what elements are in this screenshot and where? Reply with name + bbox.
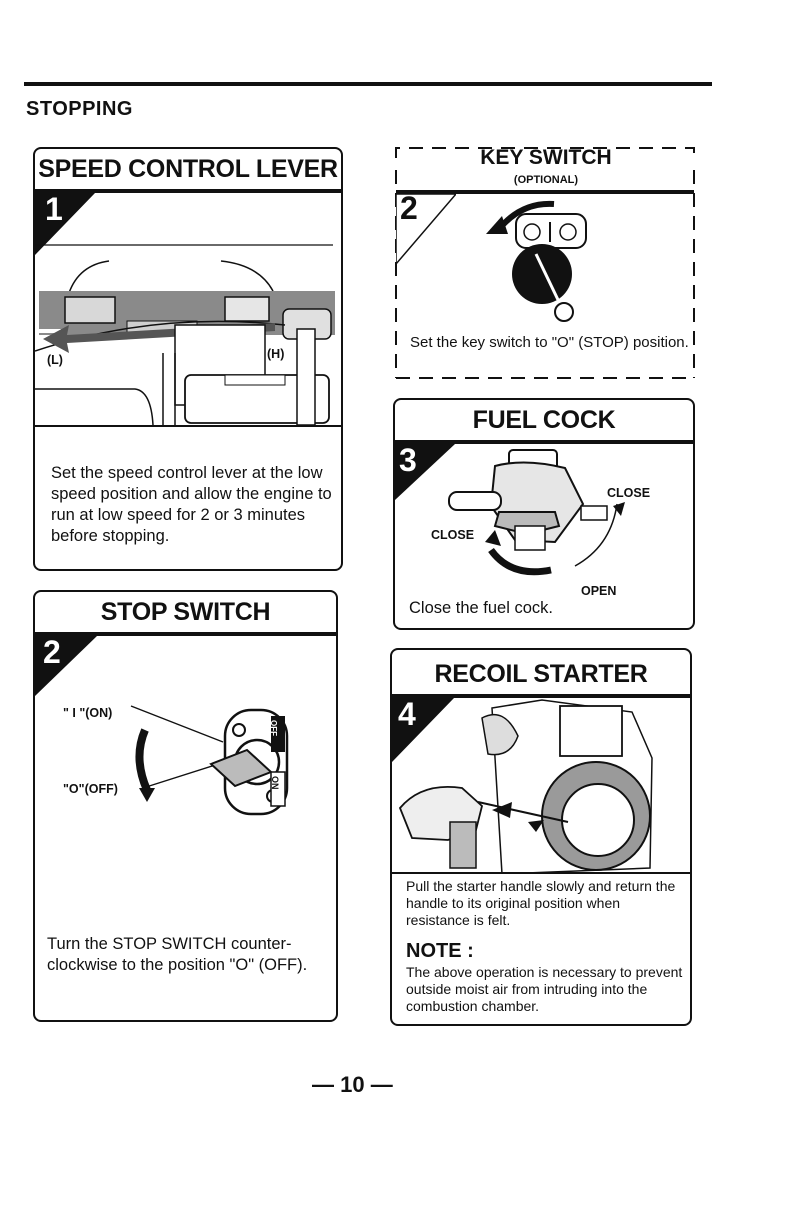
note-text: The above operation is necessary to prev… — [406, 964, 683, 1014]
illustration-divider — [35, 425, 341, 427]
step-badge — [35, 636, 97, 696]
label-on: " I "(ON) — [63, 706, 113, 720]
key-switch-text: Set the key switch to "O" (STOP) positio… — [410, 334, 689, 351]
label-low: (L) — [47, 353, 63, 367]
label-off: "O"(OFF) — [63, 782, 118, 796]
switch-on-label: ON — [270, 776, 280, 790]
key-switch-title: KEY SWITCH — [480, 146, 612, 169]
recoil-starter-title: RECOIL STARTER — [434, 660, 648, 688]
step-number: 4 — [398, 696, 416, 732]
key-switch-illustration — [486, 200, 587, 322]
note-title: NOTE : — [406, 940, 474, 962]
step-badge — [396, 194, 456, 266]
title-bar — [35, 632, 336, 636]
label-close-left: CLOSE — [431, 528, 475, 542]
stop-switch-title: STOP SWITCH — [100, 598, 271, 626]
key-switch-subtitle: (OPTIONAL) — [513, 174, 579, 186]
title-bar — [35, 189, 341, 193]
step-number: 1 — [45, 191, 63, 227]
illustration-divider — [392, 872, 690, 874]
title-bar — [396, 190, 694, 194]
recoil-starter-illustration — [398, 699, 653, 874]
title-bar — [392, 694, 690, 698]
switch-off-label: OFF — [269, 720, 278, 736]
top-rule — [24, 82, 712, 86]
label-close-right: CLOSE — [607, 486, 651, 500]
section-title: STOPPING — [26, 98, 133, 120]
step-number: 2 — [400, 190, 418, 226]
title-bar — [395, 440, 693, 444]
stop-switch-panel: STOP SWITCH 2 OFF ON " I "(ON) "O"(OFF) … — [33, 590, 338, 1022]
fuel-cock-panel: FUEL COCK 3 CLOSE CLOSE OPEN Close the f… — [393, 398, 695, 630]
label-open: OPEN — [581, 584, 617, 598]
stop-switch-text: Turn the STOP SWITCH counter-clockwise t… — [47, 935, 308, 974]
step-badge — [392, 698, 454, 762]
fuel-cock-illustration — [448, 449, 625, 576]
fuel-cock-text: Close the fuel cock. — [409, 599, 553, 617]
fuel-cock-title: FUEL COCK — [472, 406, 616, 434]
recoil-starter-text: Pull the starter handle slowly and retur… — [406, 878, 676, 928]
recoil-starter-panel: RECOIL STARTER 4 Pull the starter handle… — [390, 648, 692, 1026]
stop-switch-illustration — [130, 705, 289, 816]
page-number: — 10 — — [312, 1072, 393, 1097]
step-badge — [395, 444, 455, 500]
speed-lever-illustration — [35, 244, 335, 425]
label-high: (H) — [267, 347, 285, 361]
speed-control-title: SPEED CONTROL LEVER — [38, 155, 338, 183]
speed-control-text: Set the speed control lever at the low s… — [51, 464, 332, 545]
step-number: 2 — [43, 634, 61, 670]
step-badge — [35, 193, 95, 255]
speed-control-panel: SPEED CONTROL LEVER 1 (L) (H) Set the sp… — [33, 147, 343, 571]
key-switch-panel: KEY SWITCH (OPTIONAL) 2 Set the key swit… — [394, 146, 698, 382]
step-number: 3 — [399, 442, 417, 478]
